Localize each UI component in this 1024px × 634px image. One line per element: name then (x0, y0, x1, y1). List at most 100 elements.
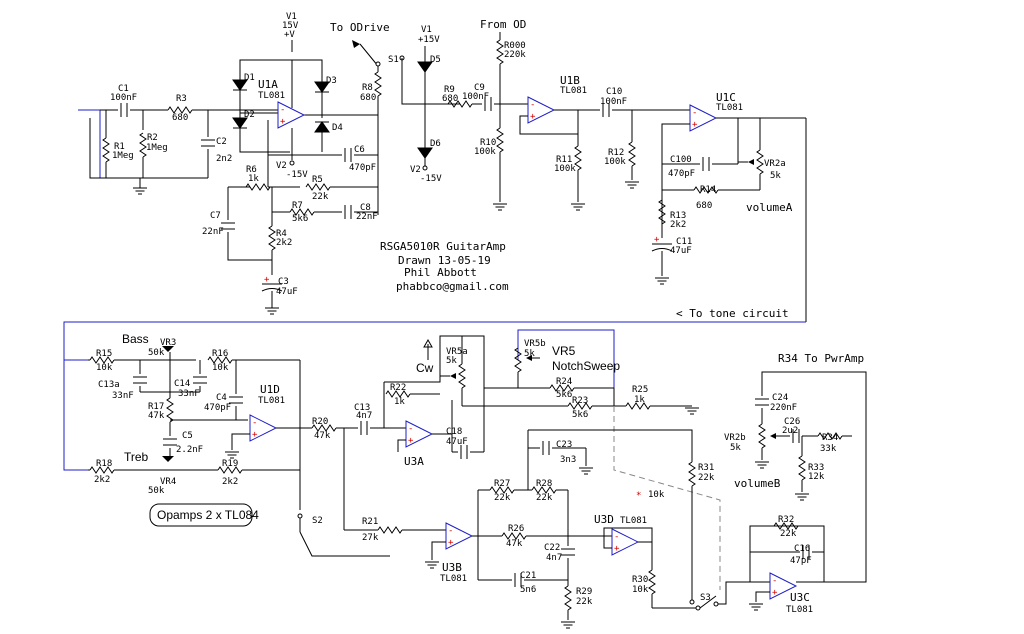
label-R34: R34 (822, 433, 838, 443)
value-R20: 47k (314, 431, 331, 441)
label-C3: C3 (278, 277, 289, 287)
label-R33: R33 (808, 463, 824, 473)
label-u1d-type: TL081 (258, 396, 285, 406)
label-R26: R26 (508, 524, 524, 534)
value-R33: 12k (808, 472, 825, 482)
label-u1d: U1D (260, 383, 280, 396)
label-S3: S3 (700, 593, 711, 603)
label-R14: R14 (700, 185, 716, 195)
value-C1: 100nF (110, 93, 137, 103)
value-R26: 47k (506, 539, 523, 549)
label-v2b-name: V2 (410, 165, 421, 175)
value-VR2b: 5k (730, 443, 741, 453)
title-line1: RSGA5010R GuitarAmp (380, 240, 506, 253)
value-VR5a: 5k (446, 356, 457, 366)
label-VR4: VR4 (160, 477, 176, 487)
label-u3d: U3D (594, 513, 614, 526)
label-VR2a: VR2a (764, 159, 786, 169)
label-R20: R20 (312, 417, 328, 427)
label-C10: C10 (606, 87, 622, 97)
label-v1-name: V1 (286, 12, 297, 22)
label-v1b-val: +15V (418, 35, 440, 45)
label-u1b-type: TL081 (560, 86, 587, 96)
label-u3a: U3A (404, 455, 424, 468)
note-volumeB: volumeB (734, 477, 781, 490)
notch-sweep: VR5b 5k VR5 NotchSweep R24 5k6 R23 5k6 R… (462, 329, 721, 590)
label-VR5a: VR5a (446, 347, 468, 357)
label-C1: C1 (118, 84, 129, 94)
label-C21: C21 (520, 571, 536, 581)
value-C2: 2n2 (216, 154, 232, 164)
value-VR4: 50k (148, 486, 165, 496)
label-u3b: U3B (442, 561, 462, 574)
value-R22: 1k (394, 397, 405, 407)
label-C8: C8 (360, 203, 371, 213)
label-D4: D4 (332, 123, 343, 133)
value-VR5b: 5k (524, 349, 535, 359)
label-C100: C100 (670, 155, 692, 165)
value-C4: 470pF (204, 403, 231, 413)
label-u1a: U1A (258, 78, 278, 91)
value-R25: 1k (634, 395, 645, 405)
value-R18: 2k2 (94, 475, 110, 485)
value-R24: 5k6 (556, 390, 572, 400)
label-VR2b: VR2b (724, 433, 746, 443)
odrive-switch: To ODrive S1 R8 680 (330, 21, 460, 105)
label-R29: R29 (576, 587, 592, 597)
label-R17: R17 (148, 402, 164, 412)
value-R21: 27k (362, 533, 379, 543)
note-volumeA: volumeA (746, 201, 793, 214)
label-R13: R13 (670, 211, 686, 221)
value-R6: 1k (248, 174, 259, 184)
note-to-odrive: To ODrive (330, 21, 390, 34)
value-R30: 10k (632, 585, 649, 595)
label-R16: R16 (212, 349, 228, 359)
value-C23: 3n3 (560, 455, 576, 465)
title-line3: Phil Abbott (404, 266, 477, 279)
label-u1b: U1B (560, 74, 580, 87)
label-R000: R000 (504, 41, 526, 51)
note-to-tone: < To tone circuit (676, 307, 789, 320)
label-R27: R27 (494, 479, 510, 489)
label-R6: R6 (246, 165, 257, 175)
note-cw: Cw (416, 361, 434, 375)
label-D5: D5 (430, 55, 441, 65)
label-C18: C18 (446, 427, 462, 437)
label-C14: C14 (174, 379, 190, 389)
label-R7: R7 (292, 201, 303, 211)
value-C7: 22nF (202, 227, 224, 237)
value-C3: 47uF (276, 287, 298, 297)
label-R15: R15 (96, 349, 112, 359)
label-u1c: U1C (716, 91, 736, 104)
value-R14: 680 (696, 201, 712, 211)
u1a-stage: V1 15V +V U1A TL081 D1 D2 D3 D4 V2 -15V … (202, 12, 379, 315)
u1b-stage: V1 +15V D5 D6 V2 -15V R9 680 C9 100nF Fr… (410, 18, 690, 211)
value-C14: 33nF (178, 389, 200, 399)
label-R28: R28 (536, 479, 552, 489)
label-u1c-type: TL081 (716, 103, 743, 113)
note-10k: 10k (648, 490, 665, 500)
label-v2b-val: -15V (420, 174, 442, 184)
label-u3c-type: TL081 (786, 605, 813, 615)
value-C5: 2.2nF (176, 445, 203, 455)
label-v1-val: 15V (282, 21, 299, 31)
label-C6: C6 (354, 145, 365, 155)
value-C24: 220nF (770, 403, 797, 413)
value-R4: 2k2 (276, 238, 292, 248)
label-C9: C9 (474, 83, 485, 93)
label-R10: R10 (480, 138, 496, 148)
label-v1b-name: V1 (421, 25, 432, 35)
u3b-u3d-stage: R21 27k U3B TL081 R27 22k R28 22k C23 3n… (362, 429, 770, 629)
value-C13a: 33nF (112, 391, 134, 401)
note-bass: Bass (122, 332, 149, 346)
label-R23: R23 (572, 396, 588, 406)
label-u3b-type: TL081 (440, 574, 467, 584)
u3c-output-stage: R34 To PwrAmp C24 220nF VR2b 5k C26 2u2 … (724, 352, 867, 615)
value-R13: 2k2 (670, 220, 686, 230)
label-R24: R24 (556, 377, 572, 387)
label-R22: R22 (390, 383, 406, 393)
label-R4: R4 (276, 229, 287, 239)
label-R32: R32 (778, 515, 794, 525)
label-R12: R12 (608, 148, 624, 158)
value-R3: 680 (172, 113, 188, 123)
